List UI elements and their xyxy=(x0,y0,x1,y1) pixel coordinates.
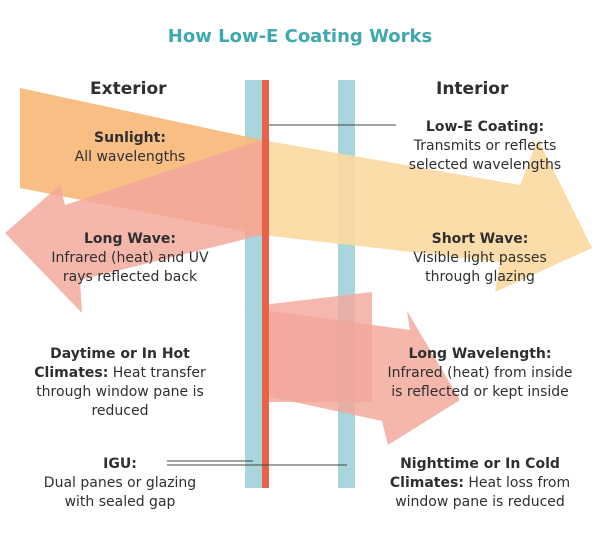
short-wave-description-line1: Visible light passes xyxy=(413,250,547,266)
short-wave-description-line2: through glazing xyxy=(425,269,535,285)
short-wave-label: Short Wave: Visible light passes through… xyxy=(380,230,580,287)
igu-heading: IGU: xyxy=(103,456,137,472)
igu-description-line1: Dual panes or glazing xyxy=(43,475,197,491)
daytime-label: Daytime or In Hot Climates: Heat transfe… xyxy=(20,345,220,421)
daytime-description-line4: reduced xyxy=(91,403,149,419)
sunlight-description: All wavelengths xyxy=(74,149,186,165)
daytime-description-start: Heat transfer xyxy=(108,365,206,381)
nighttime-description-start: Heat loss from xyxy=(463,475,571,491)
low-e-description-line2: selected wavelengths xyxy=(408,157,562,173)
long-wavelength-description-line1: Infrared (heat) from inside xyxy=(387,365,573,381)
nighttime-label: Nighttime or In Cold Climates: Heat loss… xyxy=(375,455,585,512)
low-e-description-line1: Transmits or reflects xyxy=(413,138,557,154)
low-e-label: Low-E Coating: Transmits or reflects sel… xyxy=(385,118,585,175)
long-wave-arrow xyxy=(5,140,262,313)
daytime-description-line3: through window pane is xyxy=(36,384,204,400)
long-wavelength-label: Long Wavelength: Infrared (heat) from in… xyxy=(370,345,590,402)
long-wave-description-line2: rays reflected back xyxy=(62,269,198,285)
nighttime-description-line3: window pane is reduced xyxy=(395,494,565,510)
short-wave-heading: Short Wave: xyxy=(431,231,529,247)
sunlight-label: Sunlight: All wavelengths xyxy=(40,129,220,167)
long-wave-heading: Long Wave: xyxy=(83,231,176,247)
daytime-heading-cont: Climates: xyxy=(34,365,109,381)
long-wavelength-heading: Long Wavelength: xyxy=(408,346,552,362)
daytime-line2: Climates: Heat transfer xyxy=(20,364,220,383)
sunlight-heading: Sunlight: xyxy=(94,130,166,146)
inner-glass-pane xyxy=(338,80,355,488)
interior-header: Interior xyxy=(436,79,509,99)
nighttime-heading-cont: Climates: xyxy=(389,475,464,491)
igu-description-line2: with sealed gap xyxy=(64,494,176,510)
long-wave-description-line1: Infrared (heat) and UV xyxy=(51,250,209,266)
low-e-coating-strip xyxy=(262,80,269,488)
nighttime-line2: Climates: Heat loss from xyxy=(375,474,585,493)
short-wave-arrow xyxy=(262,139,592,292)
nighttime-heading: Nighttime or In Cold xyxy=(400,456,560,472)
long-wavelength-description-line2: is reflected or kept inside xyxy=(391,384,569,400)
long-wavelength-arrow xyxy=(262,310,460,445)
exterior-header: Exterior xyxy=(90,79,167,99)
low-e-heading: Low-E Coating: xyxy=(425,119,545,135)
diagram-title: How Low-E Coating Works xyxy=(167,26,433,47)
igu-label: IGU: Dual panes or glazing with sealed g… xyxy=(10,455,230,512)
daytime-heading: Daytime or In Hot xyxy=(50,346,190,362)
long-wave-label: Long Wave: Infrared (heat) and UV rays r… xyxy=(30,230,230,287)
